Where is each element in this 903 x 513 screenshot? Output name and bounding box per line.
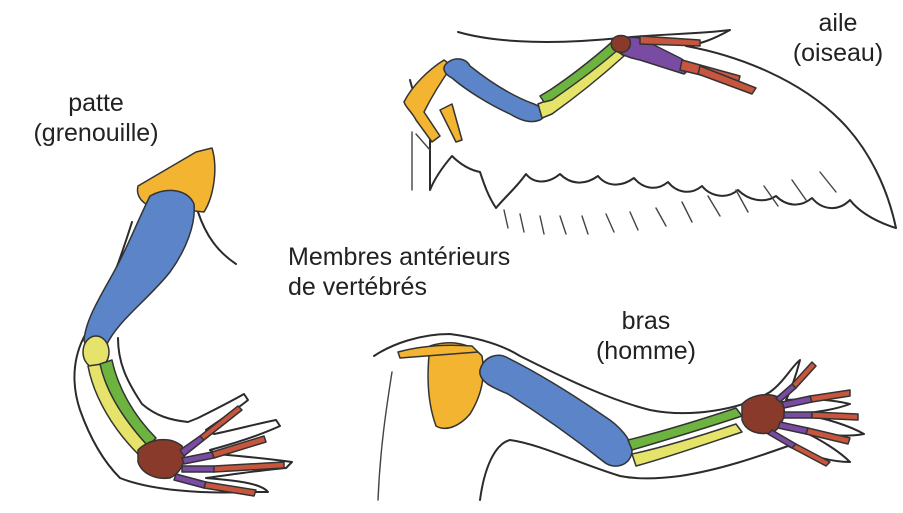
bird-label-name: aile [780,8,896,38]
bird-humerus [444,59,544,122]
bird-label-species: (oiseau) [780,38,896,68]
bird-body-line [412,132,430,190]
human-torso-line [378,372,392,500]
frog-inner-outline [198,212,236,264]
bird-label: aile (oiseau) [780,8,896,68]
diagram-title: Membres antérieurs de vertébrés [288,242,510,302]
frog-label-species: (grenouille) [8,118,184,148]
frog-digits [174,406,284,496]
diagram-title-line2: de vertébrés [288,272,510,302]
bird-ulna-yellow [538,50,624,118]
bird-furcula [440,104,462,142]
frog-label-name: patte [8,88,184,118]
frog-forelimb [74,148,292,496]
human-label-species: (homme) [576,336,716,366]
frog-radio-ulna-yellow [88,364,148,454]
frog-humerus [84,190,194,351]
bird-phalange-3 [698,66,756,94]
frog-label: patte (grenouille) [8,88,184,148]
diagram-title-line1: Membres antérieurs [288,242,510,272]
frog-carpals [138,440,184,479]
human-humerus [480,355,632,466]
human-label-name: bras [576,306,716,336]
bird-carpal [611,36,630,53]
human-label: bras (homme) [576,306,716,366]
bird-phalange-2 [640,36,700,46]
